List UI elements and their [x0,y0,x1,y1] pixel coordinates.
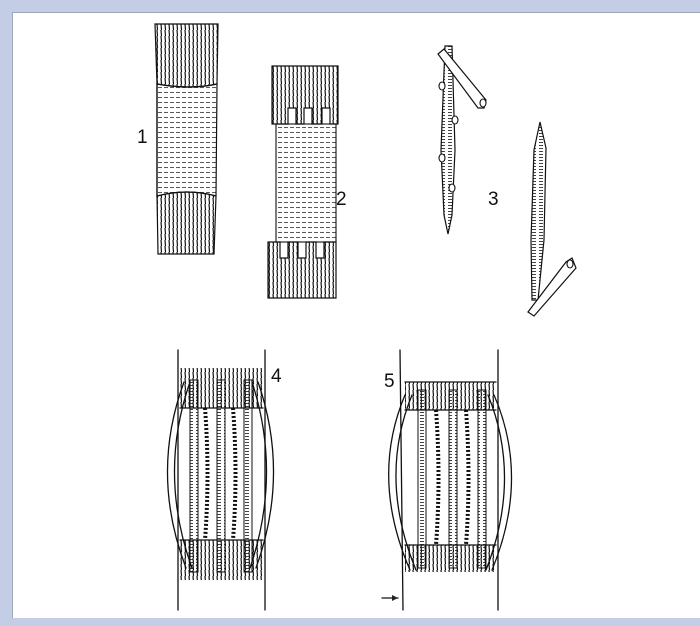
label-step3: 3 [488,189,499,210]
step3-scion-twig-left [438,46,486,234]
step1-girdled-trunk [155,24,218,254]
label-step2: 2 [336,189,347,210]
step3-scion-twig-right [528,122,576,316]
label-step4: 4 [271,366,282,387]
step5-finished-grafts [382,350,512,610]
label-step1: 1 [137,127,148,148]
label-step5: 5 [384,371,395,392]
step2-notched-trunk [268,66,338,298]
step4-bridge-grafts [167,350,273,610]
